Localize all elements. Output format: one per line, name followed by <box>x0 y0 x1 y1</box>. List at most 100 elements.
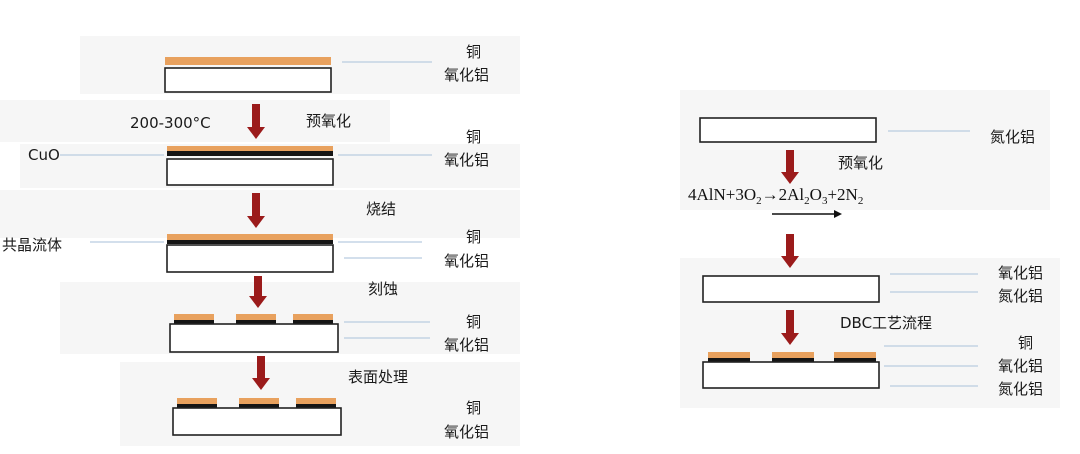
bond-layer <box>174 320 214 324</box>
copper-pad <box>834 352 876 358</box>
arrow-shaft <box>252 104 260 127</box>
label-alumina: 氧化铝 <box>998 264 1043 282</box>
left-arrow-4 <box>252 356 270 390</box>
oxidised-aln-substrate <box>702 275 880 303</box>
step-preoxidation: 预氧化 <box>306 112 351 130</box>
label-alumina: 氧化铝 <box>444 252 489 270</box>
label-alumina: 氧化铝 <box>444 151 489 169</box>
label-alumina: 氧化铝 <box>444 66 489 84</box>
step-preoxidation: 预氧化 <box>838 154 883 172</box>
copper-pad <box>239 398 279 404</box>
formula-part: +2N <box>827 185 857 204</box>
left-arrow-1 <box>247 104 265 139</box>
step-sintering: 烧结 <box>366 200 396 218</box>
arrow-head <box>249 296 267 308</box>
copper-layer <box>165 57 331 65</box>
bond-layer <box>296 404 336 408</box>
right-arrow-2 <box>781 234 799 268</box>
reaction-formula: 4AlN+3O2→2Al2O3+2N2 <box>688 185 863 207</box>
label-copper: 铜 <box>466 128 481 146</box>
reaction-arrow-head <box>834 210 842 218</box>
alumina-substrate <box>164 67 332 93</box>
left-stage-5: 铜 氧化铝 <box>172 398 489 441</box>
label-copper: 铜 <box>466 43 481 61</box>
right-process: 氮化铝 预氧化 4AlN+3O2→2Al2O3+2N2 氧化铝 氮化铝 <box>688 117 1043 398</box>
step-dbc: DBC工艺流程 <box>840 314 932 332</box>
copper-pad <box>296 398 336 404</box>
formula-subscript: 2 <box>858 195 864 207</box>
label-alumina: 氧化铝 <box>998 357 1043 375</box>
arrow-shaft <box>786 310 794 333</box>
formula-part: 4AlN+3O <box>688 185 756 204</box>
label-copper: 铜 <box>1018 334 1033 352</box>
aln-substrate <box>699 117 877 143</box>
right-arrow-3 <box>781 310 799 345</box>
formula-part: →2Al <box>762 185 805 204</box>
left-arrow-2 <box>247 193 265 228</box>
arrow-head <box>247 127 265 139</box>
step-surface-treatment: 表面处理 <box>348 368 408 386</box>
step-etching: 刻蚀 <box>368 280 398 298</box>
copper-pad <box>174 314 214 320</box>
alumina-substrate <box>166 244 334 273</box>
copper-pad <box>708 352 750 358</box>
label-copper: 铜 <box>466 399 481 417</box>
copper-pad <box>177 398 217 404</box>
left-stage-3: 共晶流体 铜 氧化铝 <box>2 228 489 273</box>
arrow-head <box>781 333 799 345</box>
formula-subscript: 2 <box>804 195 810 207</box>
formula-part: O <box>810 185 822 204</box>
alumina-substrate <box>166 158 334 186</box>
right-arrow-1 <box>781 150 799 184</box>
label-aln: 氮化铝 <box>998 287 1043 305</box>
label-alumina: 氧化铝 <box>444 336 489 354</box>
left-process: 铜 氧化铝 200-300°C 预氧化 CuO 铜 氧化铝 烧结 <box>2 43 489 441</box>
label-copper: 铜 <box>466 313 481 331</box>
formula-subscript: 3 <box>822 195 828 207</box>
aln-substrate <box>702 361 880 389</box>
left-stage-1: 铜 氧化铝 <box>164 43 489 93</box>
formula-subscript: 2 <box>756 195 762 207</box>
bond-layer <box>236 320 276 324</box>
copper-layer <box>167 146 333 151</box>
band-2 <box>0 100 390 142</box>
copper-pad <box>293 314 333 320</box>
arrow-head <box>247 216 265 228</box>
background-bands <box>0 36 1060 446</box>
arrow-shaft <box>252 193 260 216</box>
band-7 <box>680 90 1050 210</box>
alumina-substrate <box>172 407 342 436</box>
bond-layer <box>239 404 279 408</box>
bond-layer <box>834 358 876 362</box>
right-stage-2: 氧化铝 氮化铝 <box>702 264 1043 305</box>
arrow-head <box>252 378 270 390</box>
copper-layer <box>167 234 333 240</box>
bond-layer <box>772 358 814 362</box>
arrow-head <box>781 172 799 184</box>
label-aln: 氮化铝 <box>990 128 1035 146</box>
copper-pad <box>236 314 276 320</box>
cuo-layer <box>167 151 333 156</box>
arrow-shaft <box>786 234 794 256</box>
label-alumina: 氧化铝 <box>444 423 489 441</box>
label-cuo: CuO <box>28 146 60 164</box>
left-arrow-3 <box>249 276 267 308</box>
arrow-shaft <box>257 356 265 378</box>
left-stage-2: CuO 铜 氧化铝 <box>28 128 489 186</box>
label-copper: 铜 <box>466 228 481 246</box>
right-stage-3: 铜 氧化铝 氮化铝 <box>702 334 1043 398</box>
bond-layer <box>177 404 217 408</box>
label-temperature: 200-300°C <box>130 114 211 132</box>
alumina-substrate <box>169 323 339 353</box>
arrow-shaft <box>786 150 794 172</box>
reaction-arrow <box>772 210 842 218</box>
label-eutectic: 共晶流体 <box>2 236 62 254</box>
copper-pad <box>772 352 814 358</box>
eutectic-layer <box>167 240 333 244</box>
bond-layer <box>708 358 750 362</box>
bond-layer <box>293 320 333 324</box>
label-aln: 氮化铝 <box>998 380 1043 398</box>
arrow-head <box>781 256 799 268</box>
right-stage-1: 氮化铝 <box>699 117 1035 146</box>
